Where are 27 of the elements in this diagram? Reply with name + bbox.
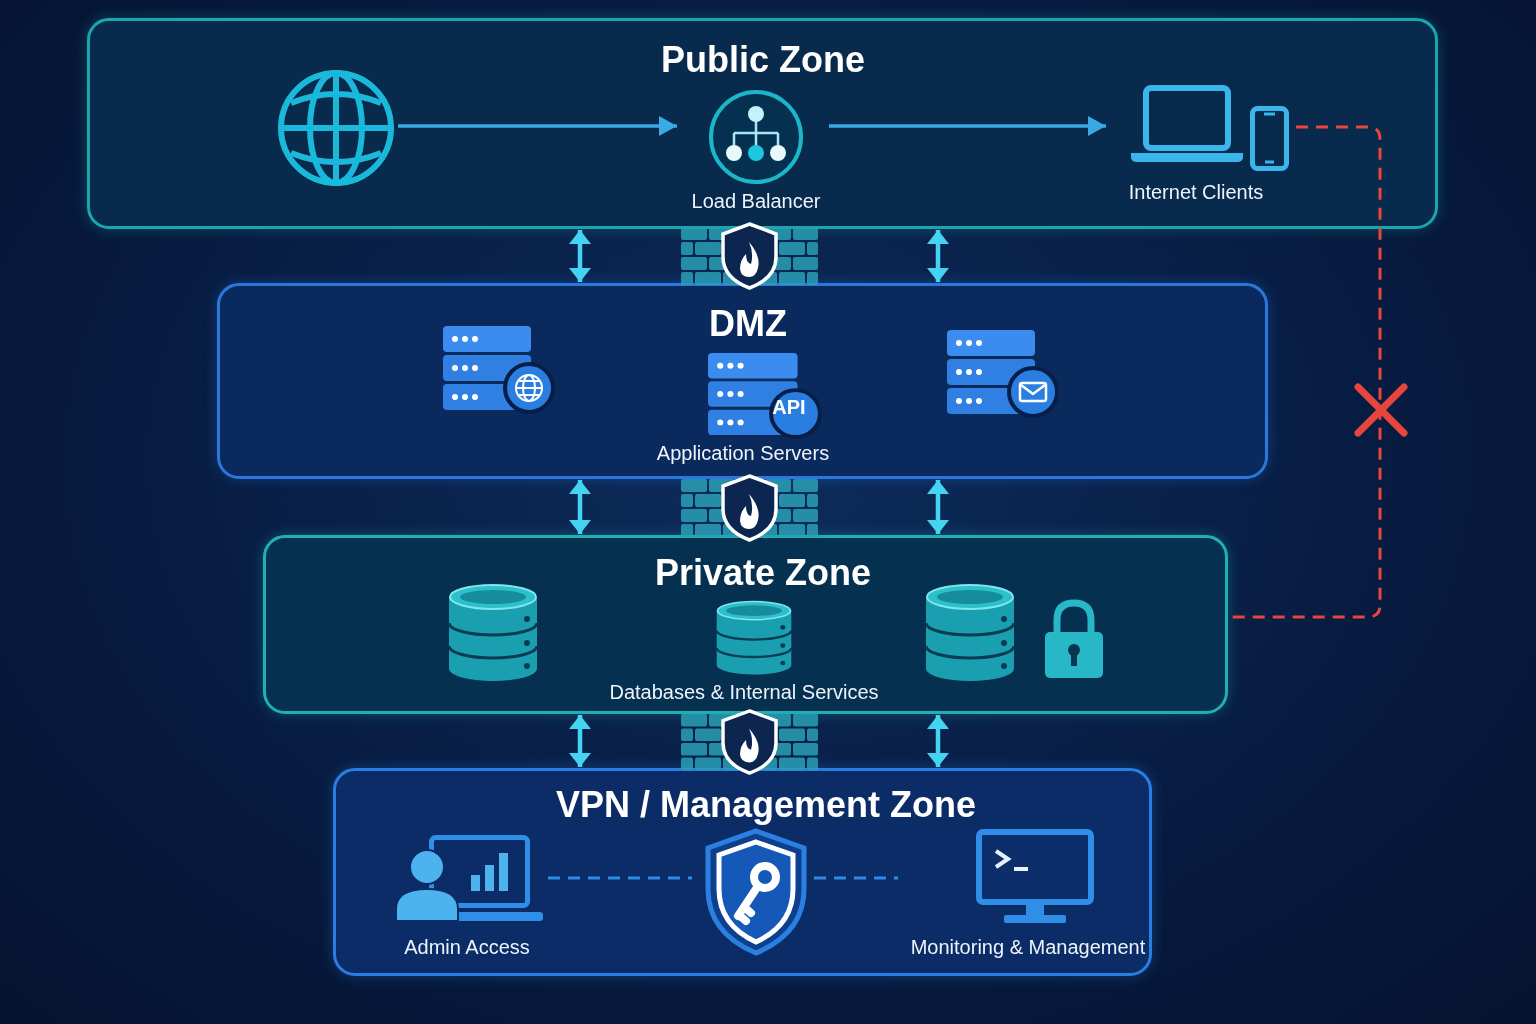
globe-icon: [277, 69, 395, 187]
node-label: Load Balancer: [691, 189, 821, 213]
double-arrow: [927, 480, 949, 534]
dashed-line: [1230, 125, 1382, 619]
dashed-line: [814, 876, 898, 880]
zone-panel: [217, 283, 1268, 479]
zone-panel: [333, 768, 1152, 976]
zone-panel: [263, 535, 1228, 714]
node-label: Internet Clients: [1128, 180, 1264, 204]
zone-title: Public Zone: [661, 39, 865, 81]
zone-title: DMZ: [709, 303, 787, 345]
zone-panel: [87, 18, 1438, 229]
double-arrow: [927, 230, 949, 282]
zone-caption: Databases & Internal Services: [609, 680, 879, 704]
zone-caption: Application Servers: [656, 441, 830, 465]
dashed-line: [548, 876, 692, 880]
double-arrow: [569, 715, 591, 767]
server-type-label: API: [772, 395, 806, 419]
zone-title: Private Zone: [654, 552, 872, 594]
double-arrow: [569, 480, 591, 534]
zone-title: VPN / Management Zone: [555, 784, 977, 826]
arrow: [829, 116, 1106, 136]
node-label: Monitoring & Management: [910, 935, 1146, 959]
double-arrow: [927, 715, 949, 767]
node-label: Admin Access: [404, 935, 530, 959]
arrow: [398, 116, 677, 136]
double-arrow: [569, 230, 591, 282]
